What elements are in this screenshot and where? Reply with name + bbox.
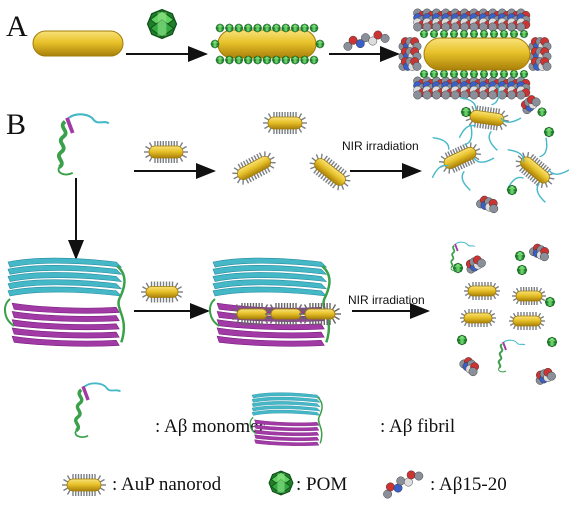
fibril-with-nanorods: [208, 257, 341, 347]
aup-nanorod-icon-b3: [141, 281, 183, 303]
legend-pom-text: : POM: [296, 474, 347, 495]
panel-b-label: B: [6, 108, 26, 141]
legend-peptide-text: : Aβ15-20: [430, 474, 507, 495]
nanorods-dispersed: [232, 112, 351, 191]
aup-nanorod-icon-b1: [144, 141, 188, 163]
nir-label-top: NIR irradiation: [342, 139, 419, 153]
peptide-icon-step-a2: [343, 30, 390, 51]
legend-peptide-icon: [383, 470, 424, 499]
legend-nanorod-text: : AuP nanorod: [112, 474, 222, 495]
aup-nanorod-final: [398, 8, 552, 100]
legend-pom-icon: [268, 470, 294, 496]
legend-nanorod-icon: [62, 474, 106, 496]
abeta-fibril-start: [3, 257, 126, 347]
legend-monomer-text: : Aβ monomer: [155, 416, 266, 437]
pom-icon-step-a1: [146, 8, 178, 40]
pom-coated-nanorod: [210, 23, 325, 65]
legend-fibril-text: : Aβ fibril: [380, 416, 455, 437]
bare-gold-nanorod: [32, 30, 124, 57]
irradiated-product-top: [431, 85, 569, 214]
legend-monomer-icon: [74, 382, 122, 438]
legend-fibril-icon: [249, 392, 323, 446]
nir-label-bottom: NIR irradiation: [348, 293, 425, 307]
panel-a-label: A: [6, 10, 28, 43]
irradiated-product-bottom: [450, 241, 558, 385]
abeta-monomer-start: [57, 113, 110, 176]
